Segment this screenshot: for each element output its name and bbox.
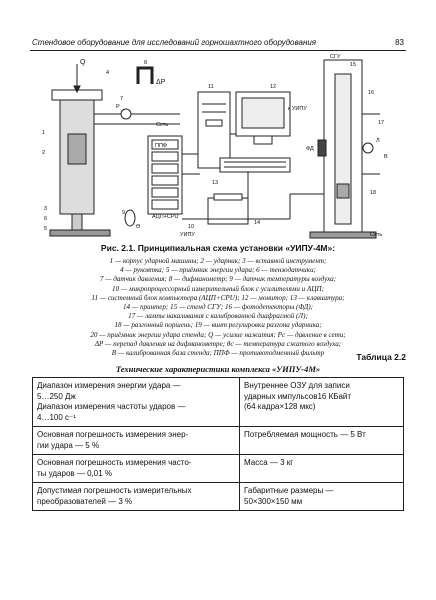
label-n2: 2 [42, 150, 45, 156]
label-n18: 18 [370, 190, 376, 196]
table-cell: Габаритные размеры — 50×300×150 мм [239, 482, 404, 511]
label-n4: 4 [106, 70, 109, 76]
table-cell: Основная погрешность измерения часто- ты… [32, 454, 240, 483]
label-pc: P [116, 104, 120, 110]
cell-text: 4…100 с⁻¹ [37, 412, 76, 422]
table-row: Диапазон измерения энергии удара — 5…250… [32, 377, 404, 427]
lamp [362, 142, 374, 154]
stand-base [309, 231, 377, 239]
table-number: Таблица 2.2 [356, 352, 406, 362]
cell-text: Основная погрешность измерения энер- [37, 430, 189, 439]
label-delta-p: ΔP [156, 79, 166, 86]
cell-text: ты ударов — 0,01 % [37, 468, 112, 478]
cell-text: Допустимая погрешность измерительных [37, 486, 192, 495]
legend-line: 4 — рукоятка; 5 — приёмник энергии удара… [120, 266, 316, 275]
legend-line: 18 — разгонный поршень; 19 — винт регули… [114, 321, 322, 330]
cell-text: ударных импульсов16 КБайт [244, 391, 352, 401]
keyboard [219, 157, 291, 173]
tool-insert [71, 213, 83, 233]
photodetector [317, 139, 327, 157]
label-n17: 17 [378, 120, 384, 126]
cell-text: Диапазон измерения частоты ударов — [37, 402, 186, 411]
label-k-uipu: к УИПУ [288, 106, 307, 112]
table-title: Технические характеристики комплекса «УИ… [115, 364, 321, 374]
label-b: В [384, 154, 388, 160]
label-n11: 11 [208, 84, 214, 90]
temperature-sensor [124, 209, 136, 227]
table-cell: Потребляемая мощность — 5 Вт [239, 426, 404, 455]
specs-table: Диапазон измерения энергии удара — 5…250… [32, 377, 404, 511]
label-n5: 5 [44, 226, 47, 232]
table-row: Основная погрешность измерения энер- гии… [32, 426, 404, 455]
label-acp: АЦП+СРU [152, 214, 179, 220]
schematic-figure: Q ΔP СГУ к УИПУ Сеть Сеть ФД Л В УИПУ АЦ… [30, 54, 406, 240]
label-n9: 9 [122, 210, 125, 216]
legend-line: 11 — системный блок компьютера (АЦП+CPU)… [91, 293, 345, 302]
cell-text: Масса — 3 кг [244, 458, 294, 467]
accelerating-piston [336, 183, 350, 199]
table-cell: Диапазон измерения энергии удара — 5…250… [32, 377, 240, 427]
label-n13: 13 [212, 180, 218, 186]
label-l: Л [376, 138, 380, 144]
label-n8: 8 [144, 60, 147, 66]
cell-text: Потребляемая мощность — 5 Вт [244, 430, 366, 439]
label-n7: 7 [120, 96, 123, 102]
running-title: Стендовое оборудование для исследований … [32, 38, 317, 47]
table-cell: Допустимая погрешность измерительных пре… [32, 482, 240, 511]
legend-line: 10 — микропроцессорный измерительный бло… [112, 284, 324, 293]
cell-text: Внутреннее ОЗУ для записи [244, 381, 350, 390]
diff-manometer [136, 66, 154, 84]
running-header: Стендовое оборудование для исследований … [30, 36, 406, 51]
table-cell: Масса — 3 кг [239, 454, 404, 483]
legend-line: В — калиброванная база стенда; ППФ — про… [111, 349, 325, 358]
label-set-1: Сеть [156, 122, 168, 128]
legend-line: 7 — датчик давления; 8 — дифманометр; 9 … [99, 275, 337, 284]
cell-text: гии удара — 5 % [37, 440, 100, 450]
schematic-diagram: Q ΔP СГУ к УИПУ Сеть Сеть ФД Л В УИПУ АЦ… [42, 54, 388, 239]
pressure-sensor [120, 108, 132, 120]
printer [207, 197, 249, 225]
legend-line: 14 — принтер; 15 — стенд СГУ; 16 — фотод… [123, 303, 313, 312]
label-n12: 12 [270, 84, 276, 90]
figure-legend: 1 — корпус ударной машины; 2 — ударник; … [30, 257, 406, 358]
table-cell: Внутреннее ОЗУ для записи ударных импуль… [239, 377, 404, 427]
label-sgu: СГУ [330, 54, 341, 60]
table-row: Основная погрешность измерения часто- ты… [32, 454, 404, 483]
striker [67, 133, 87, 165]
label-theta: Θ [136, 224, 141, 230]
label-n6: 6 [44, 216, 47, 222]
label-q: Q [80, 59, 86, 66]
cell-text: Диапазон измерения энергии удара — [37, 381, 181, 390]
legend-line: 1 — корпус ударной машины; 2 — ударник; … [109, 257, 327, 265]
label-fd: ФД [306, 146, 314, 152]
label-n3: 3 [44, 206, 47, 212]
legend-line: ΔP — перепад давления на дифманометре; θ… [94, 339, 342, 348]
label-uipu: УИПУ [180, 232, 195, 238]
page-number: 83 [395, 38, 404, 47]
table-cell: Основная погрешность измерения энер- гии… [32, 426, 240, 455]
label-n10: 10 [188, 224, 194, 230]
label-ppf: ППФ [155, 143, 167, 149]
label-n15: 15 [350, 62, 356, 68]
table-row: Допустимая погрешность измерительных пре… [32, 482, 404, 511]
system-unit [197, 91, 231, 169]
cell-text: (64 кадра×128 мкс) [244, 402, 316, 411]
energy-receiver [49, 229, 111, 237]
cell-text: 50×300×150 мм [244, 496, 303, 506]
legend-line: 20 — приёмник энергии удара стенда; Q — … [90, 330, 346, 339]
figure-caption: Рис. 2.1. Принципиальная схема установки… [100, 243, 336, 253]
label-n16: 16 [368, 90, 374, 96]
legend-line: 17 — лампы накаливания с калиброванной д… [128, 312, 308, 321]
label-n1: 1 [42, 130, 45, 136]
label-n14: 14 [254, 220, 260, 226]
cell-text: преобразователей — 3 % [37, 496, 133, 506]
cell-text: Основная погрешность измерения часто- [37, 458, 192, 467]
cell-text: Габаритные размеры — [244, 486, 334, 495]
cell-text: 5…250 Дж [37, 391, 76, 401]
label-set-2: Сеть [370, 232, 382, 238]
